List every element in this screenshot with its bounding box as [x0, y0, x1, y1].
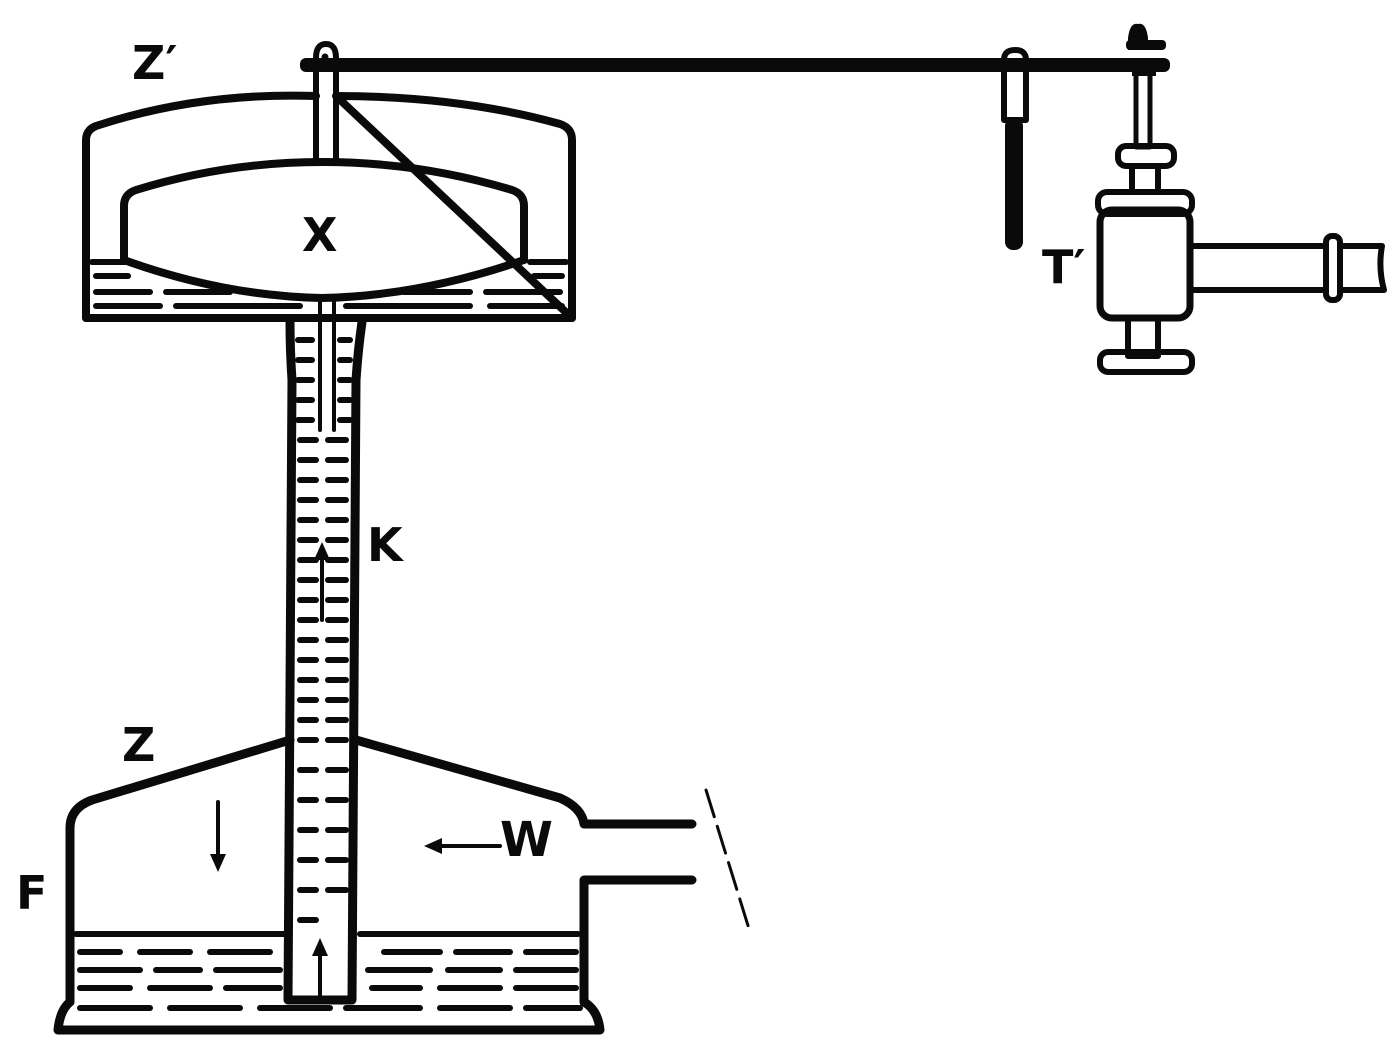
tube-liquid	[295, 337, 353, 923]
base-liquid	[73, 931, 583, 1011]
lever-arm	[300, 58, 1170, 72]
hanging-rod	[1001, 47, 1029, 250]
valve-assembly	[1095, 23, 1387, 375]
tube	[283, 298, 367, 1005]
label-lower-vessel: Z	[122, 718, 156, 772]
label-inlet: W	[500, 812, 553, 868]
label-container: F	[16, 866, 48, 920]
float	[120, 158, 528, 302]
label-upper-vessel: Z′	[132, 36, 178, 90]
upper-vessel	[82, 91, 576, 322]
arrow-up-bottom-icon	[312, 938, 328, 1002]
float-rod	[313, 41, 339, 165]
lower-vessel	[53, 735, 697, 1035]
label-float: X	[302, 208, 338, 262]
label-valve: T′	[1042, 240, 1086, 294]
label-tube: K	[367, 518, 403, 572]
upper-liquid	[89, 259, 569, 309]
arrow-left-icon	[424, 838, 502, 854]
arrow-up-icon	[314, 542, 330, 622]
pipe-break-line	[704, 788, 752, 934]
arrow-down-icon	[210, 800, 226, 872]
